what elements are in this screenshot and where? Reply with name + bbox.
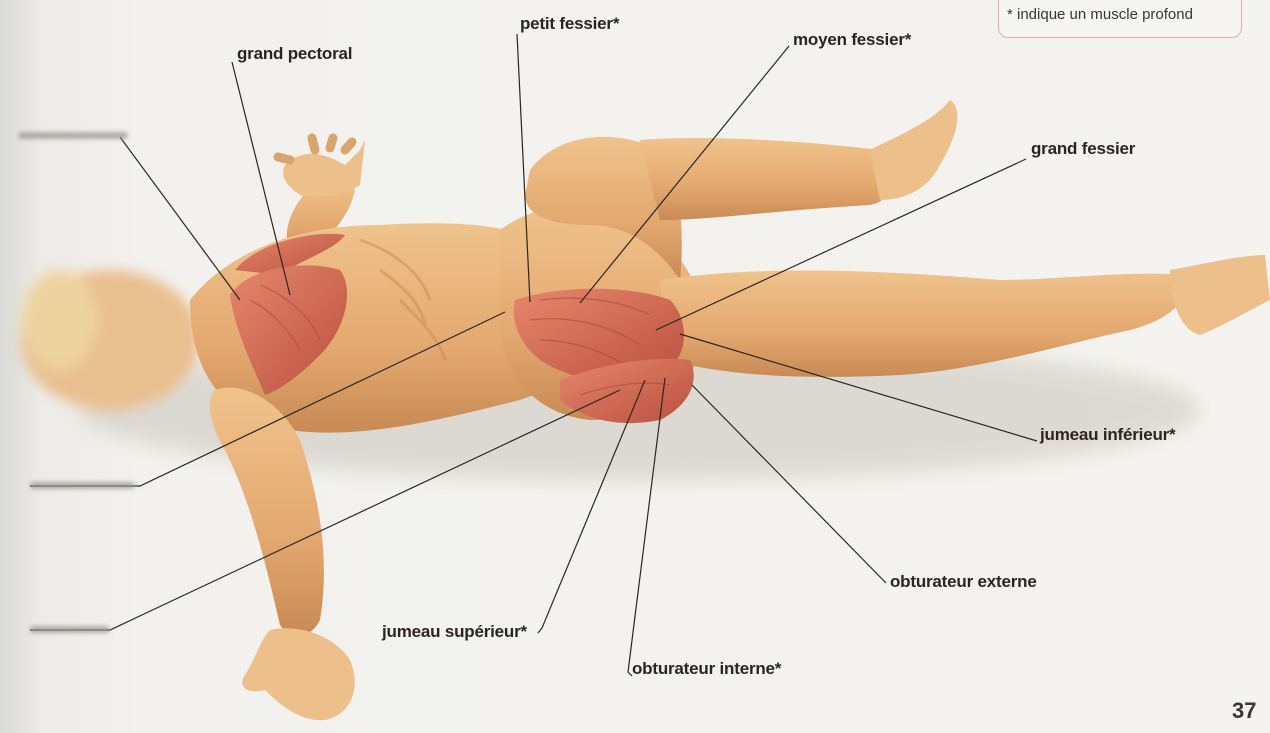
label-grand-pectoral: grand pectoral <box>237 44 352 64</box>
obscured-label-3 <box>30 626 110 633</box>
legend-text: * indique un muscle profond <box>1007 6 1193 23</box>
label-obturateur-interne: obturateur interne* <box>632 659 781 679</box>
label-moyen-fessier: moyen fessier* <box>793 30 911 50</box>
obscured-label-1 <box>18 132 128 139</box>
label-petit-fessier: petit fessier* <box>520 14 619 34</box>
label-grand-fessier: grand fessier <box>1031 139 1135 159</box>
label-jumeau-inferieur: jumeau inférieur* <box>1040 425 1175 445</box>
label-jumeau-superieur: jumeau supérieur* <box>382 622 527 642</box>
label-obturateur-externe: obturateur externe <box>890 572 1037 592</box>
head <box>20 270 200 410</box>
page-number: 37 <box>1232 698 1256 724</box>
extended-leg <box>660 255 1270 377</box>
obscured-label-2 <box>30 482 135 489</box>
